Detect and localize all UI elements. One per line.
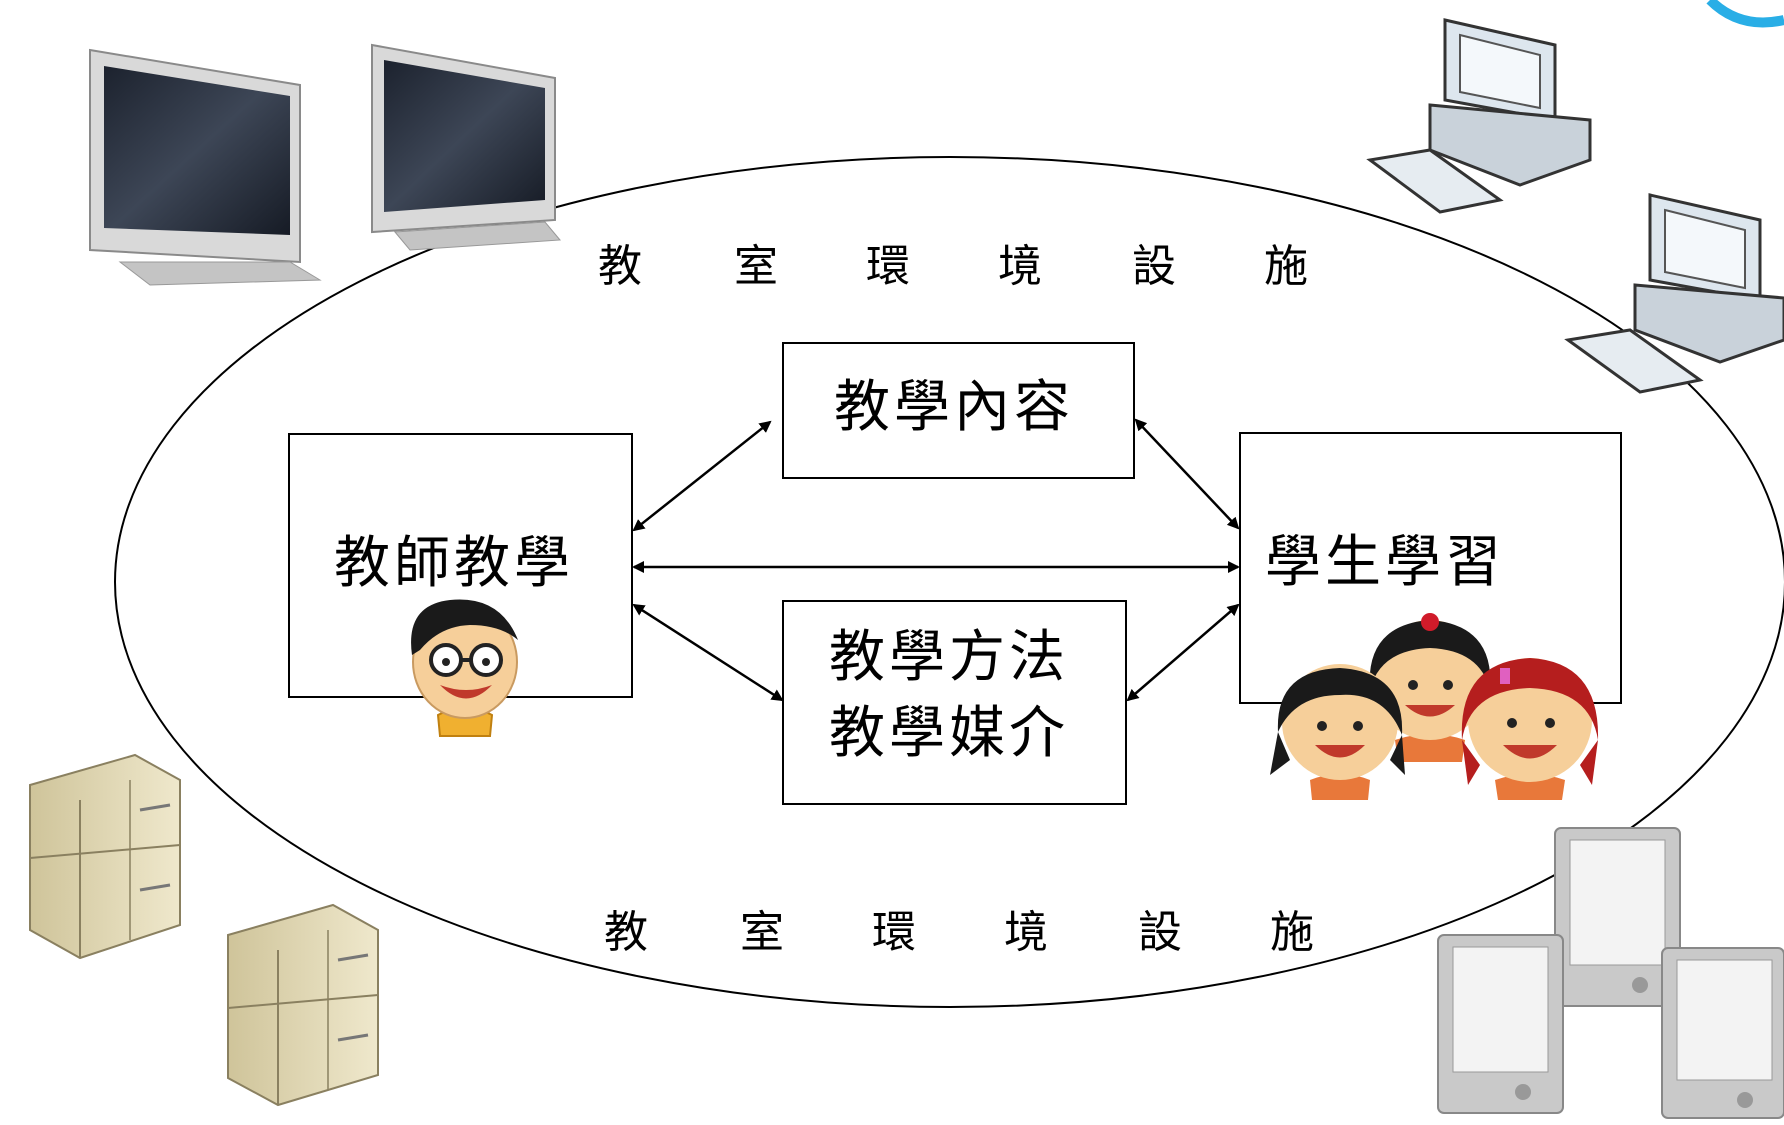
environment-label-char: 環 xyxy=(872,907,916,958)
environment-label-char: 室 xyxy=(734,241,778,292)
ebook-reader-icon xyxy=(1661,947,1784,1119)
teacher-teaching-box: 教師教學 xyxy=(288,433,633,698)
environment-label-char: 室 xyxy=(740,907,784,958)
server-icon xyxy=(227,903,379,1107)
flat-monitor-icon xyxy=(371,43,562,251)
arrow-content-student xyxy=(1134,418,1240,530)
environment-label-char: 設 xyxy=(1138,907,1182,958)
teaching-method-label: 教學方法 xyxy=(829,625,1069,690)
student-learning-label: 學生學習 xyxy=(1265,530,1505,595)
ebook-reader-icon xyxy=(1437,934,1564,1114)
server-icon xyxy=(29,753,181,960)
ebook-reader-icon xyxy=(1554,827,1681,1007)
arrow-teacher-method xyxy=(632,603,784,702)
environment-label-char: 境 xyxy=(998,241,1042,292)
environment-label-char: 環 xyxy=(866,241,910,292)
student-learning-box: 學生學習 xyxy=(1239,432,1622,704)
teacher-teaching-label: 教師教學 xyxy=(334,531,574,596)
environment-label-char: 教 xyxy=(604,907,648,958)
flat-monitor-icon xyxy=(89,48,322,286)
arrows xyxy=(632,418,1240,702)
teaching-content-label: 教學內容 xyxy=(834,375,1074,440)
environment-label-char: 施 xyxy=(1264,241,1308,292)
arrow-teacher-content xyxy=(632,420,772,532)
teaching-method-box: 教學方法 教學媒介 xyxy=(782,600,1127,805)
corner-accent xyxy=(1706,0,1784,28)
teaching-media-label: 教學媒介 xyxy=(829,701,1069,766)
desktop-computer-icon xyxy=(1564,193,1784,394)
environment-label-char: 施 xyxy=(1270,907,1314,958)
environment-ellipse xyxy=(114,156,1784,1008)
environment-label-char: 設 xyxy=(1132,241,1176,292)
desktop-computer-icon xyxy=(1366,18,1592,214)
environment-label-char: 境 xyxy=(1004,907,1048,958)
arrow-method-student xyxy=(1126,603,1240,702)
environment-label-char: 教 xyxy=(598,241,642,292)
teaching-content-box: 教學內容 xyxy=(782,342,1135,479)
